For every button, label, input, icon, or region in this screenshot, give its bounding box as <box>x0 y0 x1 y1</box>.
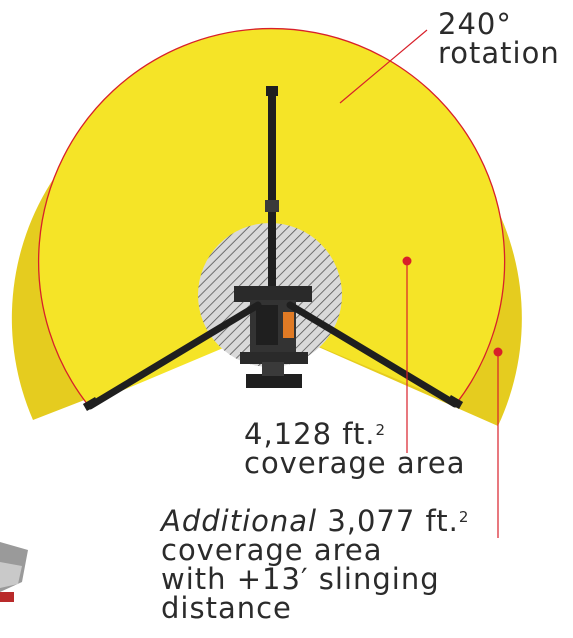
rotation-value: 240° <box>438 7 512 41</box>
outer-area-superscript: 2 <box>458 508 470 526</box>
inner-coverage-label: 4,128 ft.2 coverage area <box>244 420 466 478</box>
machine-top-view <box>82 86 464 411</box>
rotation-text: rotation <box>438 36 560 70</box>
inner-area-value: 4,128 ft. <box>244 417 376 451</box>
outer-area-prefix: Additional <box>161 504 318 538</box>
outer-coverage-label: Additional 3,077 ft.2 coverage area with… <box>161 507 469 623</box>
rotation-leader-line <box>339 29 428 104</box>
inner-area-text: coverage area <box>244 446 466 480</box>
rotation-label: 240° rotation <box>438 10 560 68</box>
outer-area-line2: coverage area <box>161 533 383 567</box>
inner-area-superscript: 2 <box>375 421 387 439</box>
outer-area-value: 3,077 ft. <box>327 504 459 538</box>
adjacent-equipment-fragment <box>0 542 28 602</box>
outer-area-line3: with +13′ slinging <box>161 562 440 596</box>
inner-coverage-boundary <box>37 27 506 406</box>
outer-area-line4: distance <box>161 591 292 625</box>
